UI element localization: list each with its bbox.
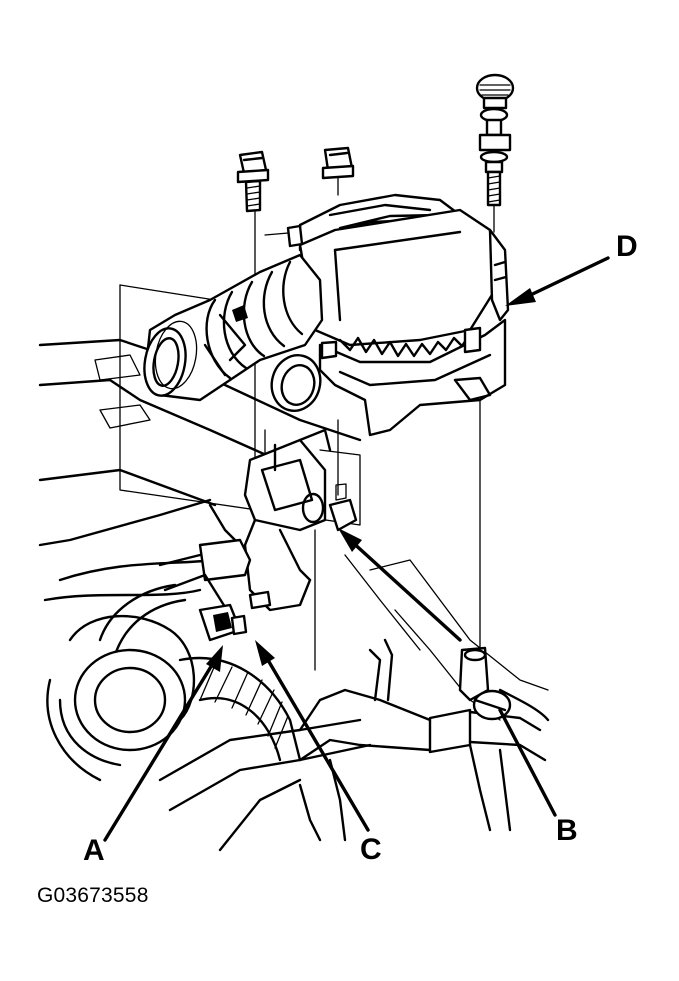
intake-duct xyxy=(143,253,324,402)
bolt-hardware xyxy=(236,150,270,213)
callout-d: D xyxy=(616,230,638,263)
callout-c: C xyxy=(360,833,382,866)
lower-hoses xyxy=(46,538,547,852)
leader-arrows xyxy=(103,256,610,842)
arrow-b xyxy=(498,708,557,817)
arrow-a xyxy=(103,658,217,842)
nut-hardware xyxy=(321,146,355,180)
arrow-d xyxy=(518,256,610,302)
clip-fastener-stack xyxy=(475,73,515,233)
arrow-c-upper xyxy=(348,538,462,642)
callout-a: A xyxy=(83,834,105,867)
engine-background xyxy=(38,338,550,722)
throttle-body-assembly xyxy=(243,428,358,612)
air-cleaner-housing xyxy=(270,193,510,437)
callout-b: B xyxy=(556,814,578,847)
arrow-c-lower xyxy=(263,653,370,832)
figure-id: G03673558 xyxy=(37,884,149,907)
